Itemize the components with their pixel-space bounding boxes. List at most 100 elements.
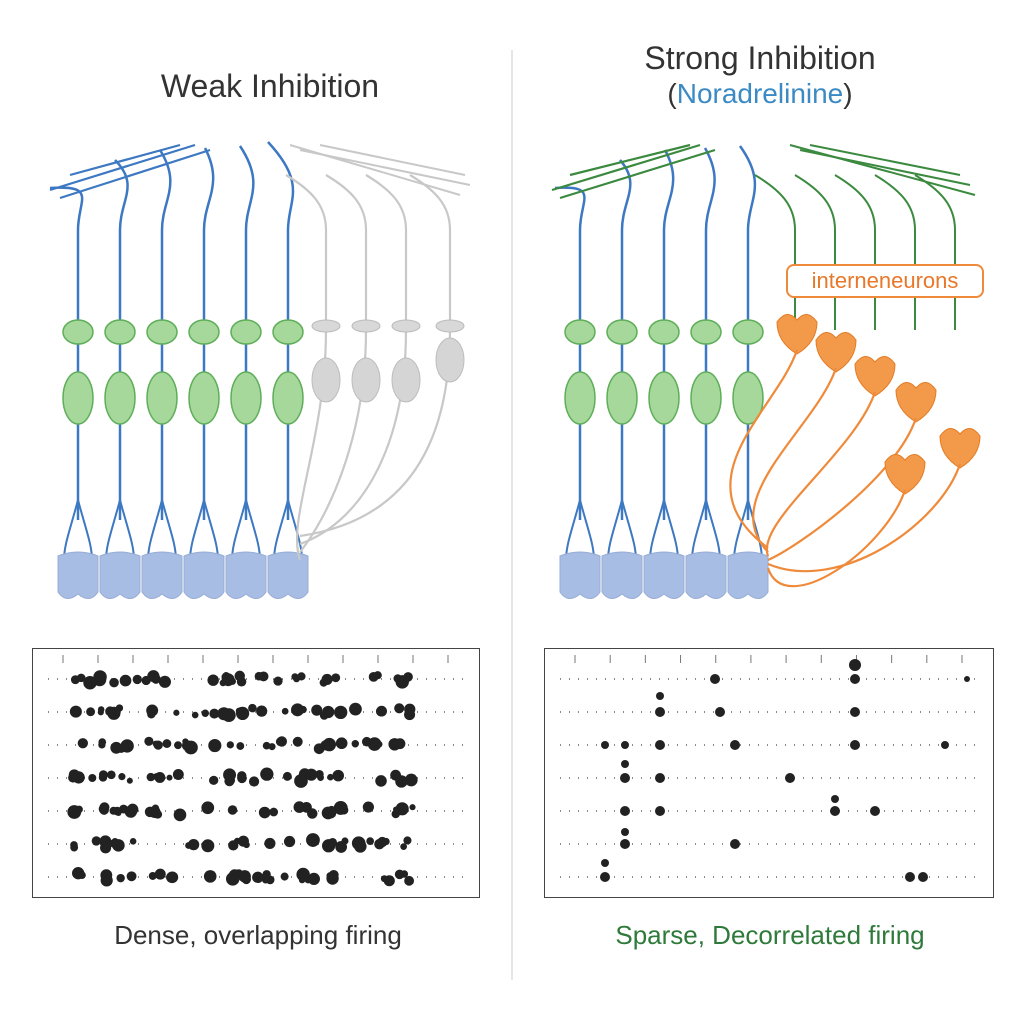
spike-dot: [620, 773, 630, 783]
afferent-fiber: [569, 143, 691, 177]
interneuron-dendrite: [794, 174, 836, 330]
spike-dot: [322, 737, 337, 752]
spike-dot: [380, 875, 388, 883]
spike-dot: [146, 772, 155, 782]
spike-dot: [376, 705, 388, 717]
pyramidal-soma: [230, 371, 262, 425]
afferent-fiber: [59, 148, 211, 200]
spike-dot: [107, 770, 116, 780]
spike-dot: [305, 768, 318, 781]
spike-dot: [304, 876, 312, 884]
spike-dot: [322, 705, 335, 719]
spike-dot: [132, 674, 142, 685]
pyramidal-soma: [732, 371, 764, 425]
spike-dot: [100, 874, 113, 887]
interneuron-soma: [815, 332, 857, 373]
pyramidal-soma: [104, 371, 136, 425]
spike-dot: [620, 806, 630, 816]
spike-dot: [118, 773, 126, 781]
left-circuit: [49, 141, 471, 599]
spike-dot: [328, 869, 339, 880]
basal-terminal: [183, 551, 225, 599]
afferent-fiber: [799, 149, 971, 186]
basal-dendrite: [565, 499, 581, 561]
dense-raster-svg: [48, 655, 463, 887]
spike-dot: [261, 875, 270, 884]
basal-dendrite: [579, 499, 595, 561]
spike-dot: [409, 804, 416, 811]
spike-dot: [99, 802, 110, 813]
spike-dot: [349, 702, 362, 716]
spike-dot: [395, 675, 409, 689]
spike-dot: [98, 738, 107, 746]
basal-dendrite: [77, 499, 93, 561]
panel-divider: [511, 50, 513, 980]
spike-dot: [151, 804, 160, 812]
inactive-soma-top: [391, 319, 421, 333]
spike-dot: [148, 871, 157, 880]
apical-dendrite: [662, 149, 675, 330]
upper-soma: [272, 319, 304, 345]
spike-dot: [129, 838, 137, 845]
inhibitory-axon: [767, 463, 962, 573]
spike-dot: [656, 692, 664, 700]
apical-dendrite: [114, 159, 129, 330]
spike-dot: [264, 837, 276, 850]
apical-dendrite: [703, 147, 716, 330]
spike-dot: [228, 840, 239, 851]
spike-dot: [315, 769, 324, 779]
spike-dot: [655, 806, 665, 816]
basal-dendrite: [231, 499, 247, 561]
right-circuit: [551, 143, 981, 599]
basal-dendrite: [663, 499, 679, 561]
spike-dot: [70, 675, 80, 685]
inhibitory-axon: [767, 417, 918, 562]
basal-dendrite: [105, 499, 121, 561]
spike-dot: [209, 775, 219, 785]
spike-dot: [173, 808, 187, 822]
spike-dot: [99, 835, 112, 848]
spike-dot: [107, 706, 121, 720]
spike-dot: [119, 804, 129, 814]
spike-dot: [332, 769, 344, 782]
spike-dot: [311, 704, 323, 716]
spike-dot: [849, 659, 861, 671]
spike-dot: [248, 776, 260, 787]
upper-soma: [188, 319, 220, 345]
inactive-soma-top: [351, 319, 381, 333]
afferent-fiber: [49, 143, 196, 192]
apical-dendrite: [619, 159, 632, 330]
basal-terminal: [727, 551, 769, 599]
apical-dendrite: [158, 149, 172, 330]
basal-terminal: [601, 551, 643, 599]
spike-dot: [201, 801, 215, 815]
spike-dot: [109, 677, 119, 688]
spike-dot: [655, 773, 665, 783]
spike-dot: [217, 707, 231, 721]
pyramidal-soma: [146, 371, 178, 425]
spike-dot: [116, 743, 126, 753]
neural-circuit-diagram: [49, 141, 981, 599]
spike-dot: [730, 839, 740, 849]
afferent-fiber: [69, 143, 181, 177]
spike-dot: [621, 741, 629, 749]
spike-dot: [620, 839, 630, 849]
inactive-fiber: [299, 149, 471, 186]
spike-dot: [283, 835, 296, 848]
upper-soma: [648, 319, 680, 345]
spike-dot: [394, 738, 406, 750]
spike-dot: [208, 738, 222, 753]
modulator-name: Noradrelinine: [676, 78, 844, 109]
spike-dot: [404, 875, 415, 886]
spike-dot: [328, 837, 338, 847]
spike-dot: [252, 871, 264, 884]
spike-dot: [710, 674, 720, 684]
spike-dot: [191, 711, 199, 719]
spike-dot: [237, 773, 247, 784]
inactive-fiber: [319, 144, 466, 176]
spike-dot: [850, 740, 860, 750]
basal-terminal: [643, 551, 685, 599]
spike-dot: [382, 837, 390, 846]
apical-dendrite: [267, 141, 295, 330]
spike-dot: [373, 671, 382, 680]
